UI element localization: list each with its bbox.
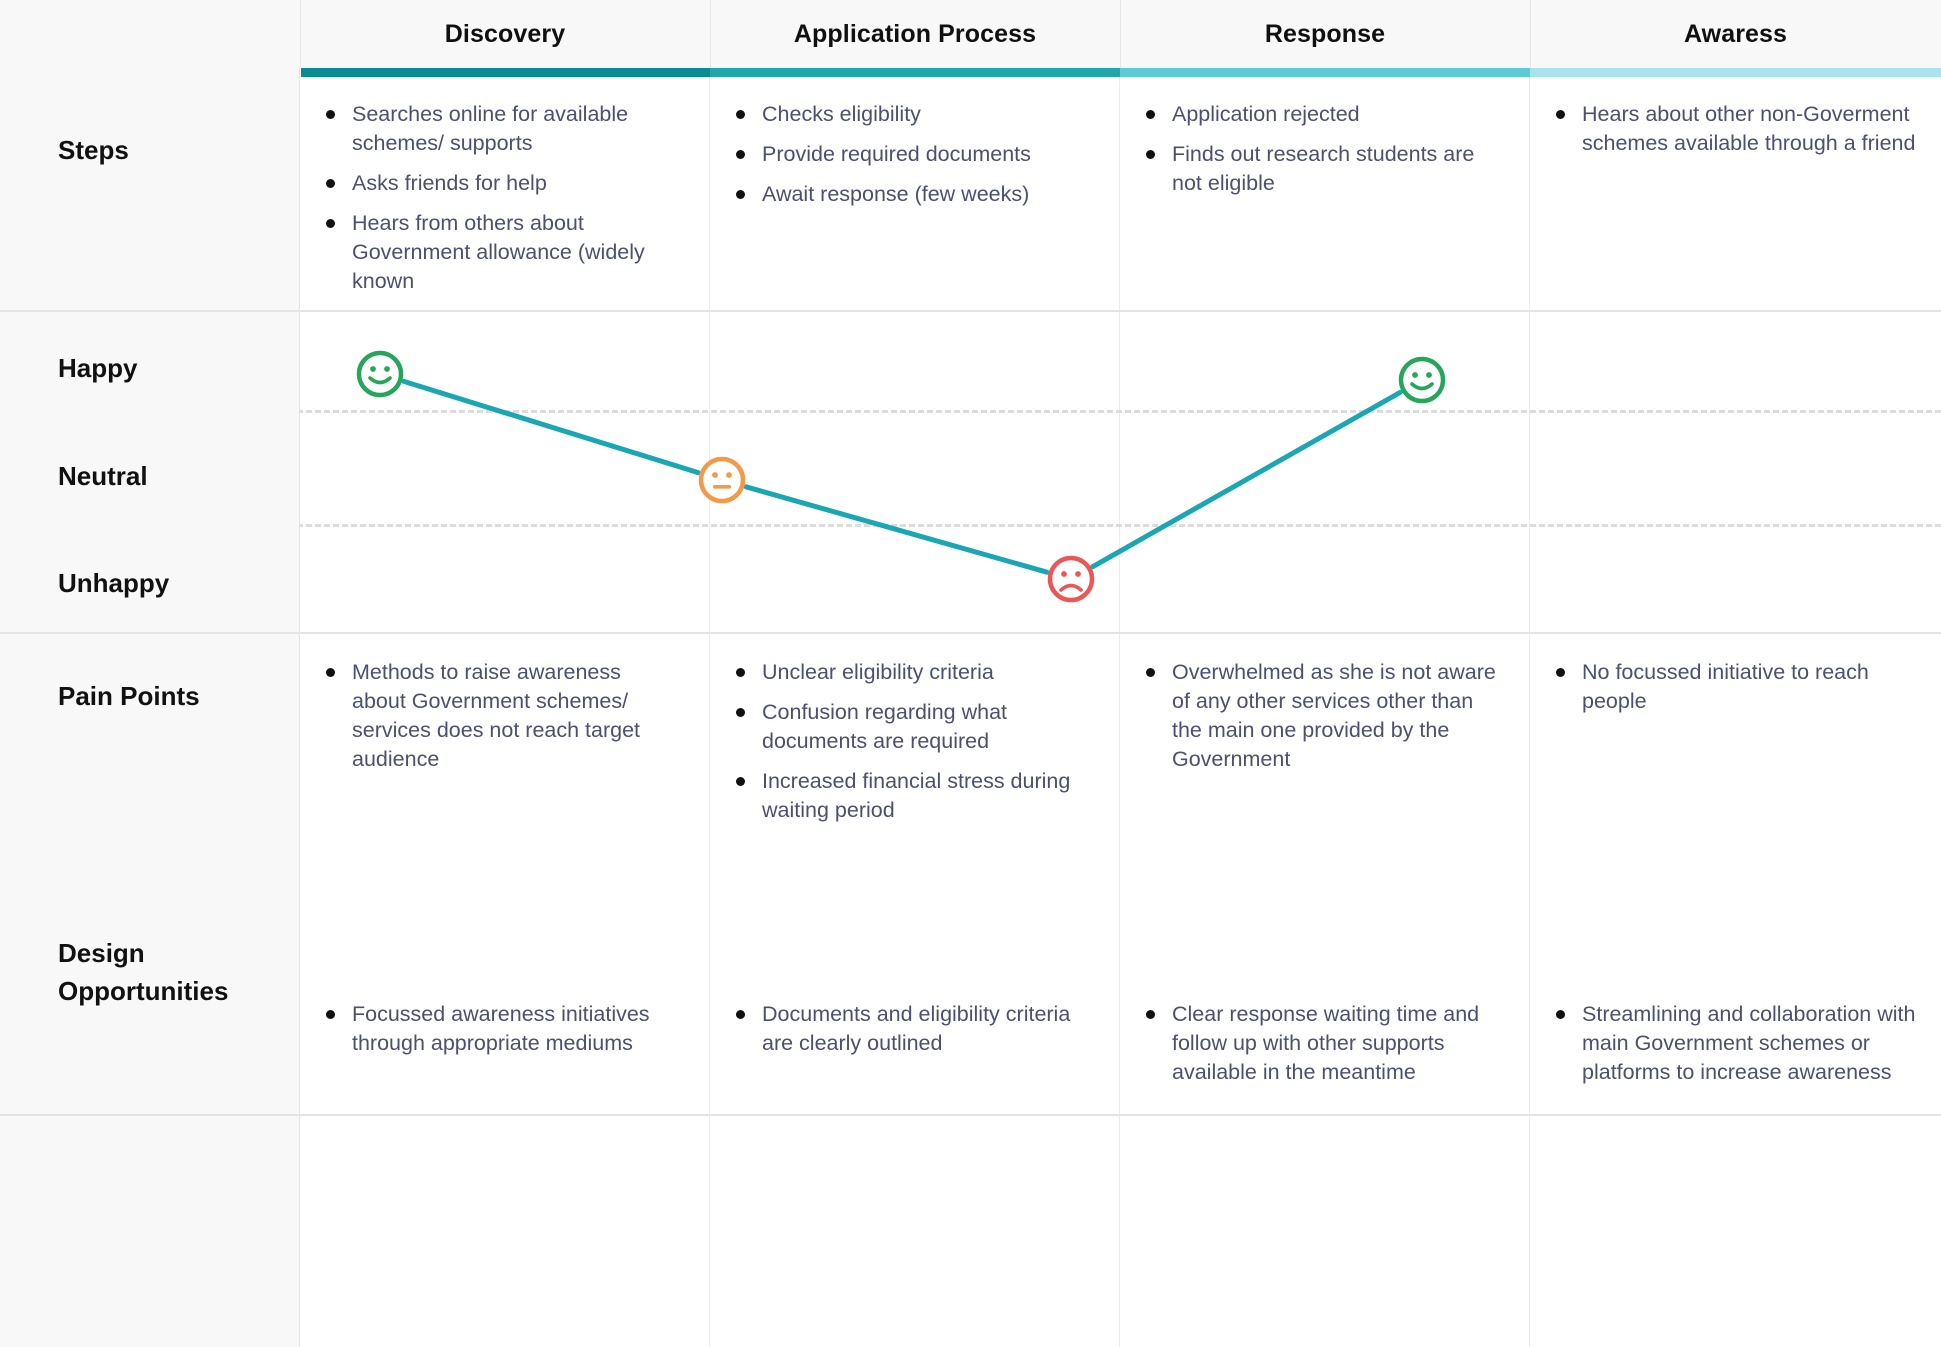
bullet-icon bbox=[1146, 668, 1155, 677]
bullet-icon bbox=[736, 708, 745, 717]
row-label-design-opportunities-line1: Design bbox=[58, 938, 145, 968]
list-item: Searches online for available schemes/ s… bbox=[320, 100, 680, 158]
bullet-icon bbox=[1556, 1010, 1565, 1019]
bullet-icon bbox=[736, 668, 745, 677]
row-label-pain-points: Pain Points bbox=[58, 681, 200, 711]
row-label-column bbox=[0, 0, 300, 1347]
list-item: No focussed initiative to reach people bbox=[1550, 658, 1920, 716]
bullet-icon bbox=[326, 1010, 335, 1019]
list-item: Methods to raise awareness about Governm… bbox=[320, 658, 680, 774]
list-item: Unclear eligibility criteria bbox=[730, 658, 1090, 687]
list-item: Increased financial stress during waitin… bbox=[730, 767, 1090, 825]
steps-list-discovery: Searches online for available schemes/ s… bbox=[320, 100, 680, 296]
bullet-icon bbox=[736, 1010, 745, 1019]
steps-list-awaress: Hears about other non-Goverment schemes … bbox=[1550, 100, 1920, 158]
list-item: Application rejected bbox=[1140, 100, 1500, 129]
design-opportunities-cell-response: Clear response waiting time and follow u… bbox=[1140, 1000, 1500, 1098]
pain-points-list-discovery: Methods to raise awareness about Governm… bbox=[320, 658, 680, 774]
divider-happy-neutral bbox=[0, 410, 1941, 413]
bullet-icon bbox=[1556, 110, 1565, 119]
bullet-icon bbox=[326, 668, 335, 677]
list-item: Finds out research students are not elig… bbox=[1140, 140, 1500, 198]
bullet-icon bbox=[1556, 668, 1565, 677]
row-label-neutral: Neutral bbox=[58, 461, 148, 491]
list-item: Hears about other non-Goverment schemes … bbox=[1550, 100, 1920, 158]
stage-header-application-process[interactable]: Application Process bbox=[793, 19, 1037, 48]
design-opportunities-list-response: Clear response waiting time and follow u… bbox=[1140, 1000, 1500, 1087]
list-item: Streamlining and collaboration with main… bbox=[1550, 1000, 1920, 1087]
row-label-design-opportunities-line2: Opportunities bbox=[58, 976, 229, 1006]
list-item: Documents and eligibility criteria are c… bbox=[730, 1000, 1100, 1058]
list-item: Await response (few weeks) bbox=[730, 180, 1090, 209]
stage-header-response[interactable]: Response bbox=[1264, 19, 1386, 48]
design-opportunities-list-application-process: Documents and eligibility criteria are c… bbox=[730, 1000, 1100, 1058]
bullet-icon bbox=[326, 179, 335, 188]
accent-bar-application-process bbox=[710, 68, 1120, 77]
list-item: Asks friends for help bbox=[320, 169, 680, 198]
pain-points-cell-response: Overwhelmed as she is not aware of any o… bbox=[1140, 658, 1500, 785]
stage-column-response bbox=[1120, 0, 1530, 1347]
bullet-icon bbox=[326, 110, 335, 119]
bullet-icon bbox=[736, 110, 745, 119]
bullet-icon bbox=[326, 219, 335, 228]
list-item: Overwhelmed as she is not aware of any o… bbox=[1140, 658, 1500, 774]
steps-cell-discovery: Searches online for available schemes/ s… bbox=[320, 100, 680, 307]
stage-header-awaress[interactable]: Awaress bbox=[1683, 19, 1788, 48]
list-item: Confusion regarding what documents are r… bbox=[730, 698, 1090, 756]
pain-points-list-response: Overwhelmed as she is not aware of any o… bbox=[1140, 658, 1500, 774]
divider-steps-bottom bbox=[0, 310, 1941, 312]
design-opportunities-list-discovery: Focussed awareness initiatives through a… bbox=[320, 1000, 680, 1058]
pain-points-list-awaress: No focussed initiative to reach people bbox=[1550, 658, 1920, 716]
bullet-icon bbox=[1146, 110, 1155, 119]
list-item: Focussed awareness initiatives through a… bbox=[320, 1000, 680, 1058]
stage-header-discovery[interactable]: Discovery bbox=[444, 19, 566, 48]
bullet-icon bbox=[1146, 1010, 1155, 1019]
stage-column-application-process bbox=[710, 0, 1120, 1347]
stage-column-discovery bbox=[300, 0, 710, 1347]
list-item: Clear response waiting time and follow u… bbox=[1140, 1000, 1500, 1087]
row-label-happy: Happy bbox=[58, 353, 138, 383]
design-opportunities-cell-awaress: Streamlining and collaboration with main… bbox=[1550, 1000, 1920, 1098]
design-opportunities-cell-discovery: Focussed awareness initiatives through a… bbox=[320, 1000, 680, 1069]
steps-cell-awaress: Hears about other non-Goverment schemes … bbox=[1550, 100, 1920, 169]
divider-emotion-bottom bbox=[0, 632, 1941, 634]
bullet-icon bbox=[736, 777, 745, 786]
divider-painpoints-bottom bbox=[0, 1114, 1941, 1116]
design-opportunities-list-awaress: Streamlining and collaboration with main… bbox=[1550, 1000, 1920, 1087]
accent-bar-response bbox=[1120, 68, 1530, 77]
accent-bar-discovery bbox=[301, 68, 710, 77]
row-label-steps: Steps bbox=[58, 135, 129, 165]
pain-points-cell-awaress: No focussed initiative to reach people bbox=[1550, 658, 1920, 727]
pain-points-cell-discovery: Methods to raise awareness about Governm… bbox=[320, 658, 680, 785]
row-label-unhappy: Unhappy bbox=[58, 568, 170, 598]
list-item: Checks eligibility bbox=[730, 100, 1090, 129]
list-item: Hears from others about Government allow… bbox=[320, 209, 680, 296]
design-opportunities-cell-application-process: Documents and eligibility criteria are c… bbox=[730, 1000, 1100, 1069]
bullet-icon bbox=[736, 150, 745, 159]
row-label-design-opportunities: Design Opportunities bbox=[58, 934, 228, 1010]
stage-header-band: Discovery Application Process Response A… bbox=[0, 0, 1941, 68]
list-item: Provide required documents bbox=[730, 140, 1090, 169]
accent-bar-awaress bbox=[1530, 68, 1941, 77]
bullet-icon bbox=[1146, 150, 1155, 159]
bullet-icon bbox=[736, 190, 745, 199]
